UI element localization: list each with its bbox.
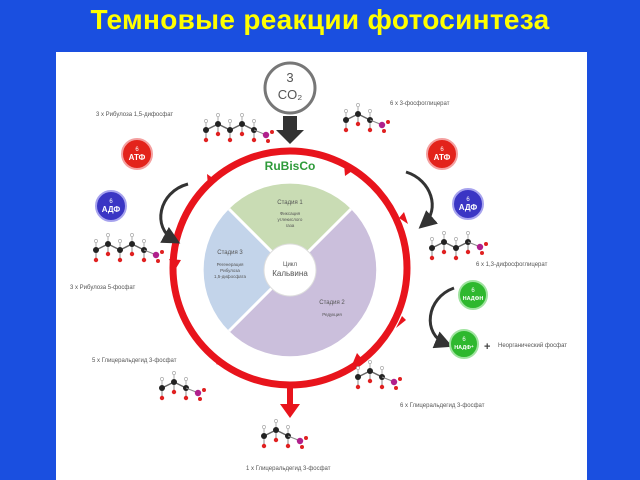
co2-molecule: CO₂ <box>278 87 303 102</box>
svg-text:6: 6 <box>135 147 139 153</box>
adp-right-badge: 6 АДФ <box>452 188 484 220</box>
enzyme-label: RuBisCo <box>265 159 316 173</box>
adp-left-badge: 6 АДФ <box>95 190 127 222</box>
ring-arrow-icon <box>169 259 181 270</box>
g3p6-molecule <box>355 360 402 390</box>
svg-text:АТФ: АТФ <box>434 153 451 162</box>
g3p1-molecule <box>261 419 308 449</box>
center-label-2: Кальвина <box>272 269 308 278</box>
svg-text:НАДФН: НАДФН <box>463 296 484 302</box>
ru5p-molecule <box>93 233 164 263</box>
stage-1-desc: Фиксация <box>280 211 301 216</box>
output-arrow-icon <box>280 404 300 418</box>
co2-circle <box>263 61 317 115</box>
label-rubp: 3 х Рибулоза 1,5-дифосфат <box>96 112 173 118</box>
diagram-panel: 3 CO₂ RuBisCo Цикл Кальвина Стадия 1 Фик… <box>56 52 587 480</box>
label-g3p6: 6 х Глицеральдегид 3-фосфат <box>400 403 485 409</box>
stage-3-desc: Регенерация <box>217 262 244 267</box>
svg-text:6: 6 <box>440 147 444 153</box>
co2-count: 3 <box>286 70 293 85</box>
svg-text:6: 6 <box>109 199 113 205</box>
label-pi: Неорганический фосфат <box>498 342 567 349</box>
ring-arrow-icon <box>207 174 217 186</box>
stage-3-sector <box>203 209 290 331</box>
page-title: Темновые реакции фотосинтеза <box>90 4 550 35</box>
stage-3-name: Стадия 3 <box>217 250 243 256</box>
stage-3-desc: Рибулоза <box>220 268 240 273</box>
ring-arrow-icon <box>216 359 228 368</box>
atp-left-badge: 6 АТФ <box>121 138 153 170</box>
label-g3p5: 5 х Глицеральдегид 3-фосфат <box>92 358 177 364</box>
label-g3p1: 1 х Глицеральдегид 3-фосфат <box>246 466 331 472</box>
svg-text:НАДФ⁺: НАДФ⁺ <box>454 344 474 351</box>
svg-text:АДФ: АДФ <box>459 203 478 212</box>
stage-1-desc: газа <box>286 223 295 228</box>
label-ru5p: 3 х Рибулоза 5-фосфат <box>70 285 136 291</box>
pga-molecule <box>343 103 390 133</box>
molecule-structures <box>93 103 488 449</box>
ring-arrow-icon <box>396 316 406 328</box>
ring-arrow-icon <box>352 353 362 365</box>
bpg-molecule <box>429 231 488 261</box>
stage-1-desc: углекислого <box>278 217 303 222</box>
label-pga: 6 х 3-фосфоглицерат <box>390 101 450 107</box>
nadp-badge: 6 НАДФ⁺ <box>449 329 479 359</box>
curve-arrow-right-top-icon <box>405 170 439 229</box>
stage-3-desc: 1,5-дифосфата <box>214 274 246 279</box>
stage-2-name: Стадия 2 <box>319 300 345 306</box>
stage-2-desc: Редукция <box>322 312 342 317</box>
curve-arrow-right-bottom-icon <box>428 286 455 349</box>
stage-1-name: Стадия 1 <box>277 200 303 206</box>
rubp-molecule <box>203 113 274 143</box>
curve-arrow-left-icon <box>159 182 189 244</box>
svg-text:АДФ: АДФ <box>102 205 121 214</box>
stage-1-sector <box>229 183 351 270</box>
plus-sign: + <box>484 341 490 353</box>
stage-pie <box>203 183 377 357</box>
svg-text:6: 6 <box>466 197 470 203</box>
atp-right-badge: 6 АТФ <box>426 138 458 170</box>
svg-text:6: 6 <box>471 288 475 294</box>
center-label-1: Цикл <box>283 262 297 268</box>
svg-text:6: 6 <box>462 337 466 343</box>
center-circle <box>263 243 317 297</box>
ring-arrow-icon <box>344 164 355 176</box>
label-bpg: 6 х 1,3-дифосфоглицерат <box>476 262 548 268</box>
g3p5-molecule <box>159 371 206 401</box>
nadph-badge: 6 НАДФН <box>458 280 488 310</box>
calvin-cycle-diagram: 3 CO₂ RuBisCo Цикл Кальвина Стадия 1 Фик… <box>70 61 567 472</box>
co2-input-arrow-icon <box>276 116 304 144</box>
svg-text:АТФ: АТФ <box>129 153 146 162</box>
ring-arrow-icon <box>399 212 408 224</box>
cycle-arrow-icons <box>169 164 408 368</box>
